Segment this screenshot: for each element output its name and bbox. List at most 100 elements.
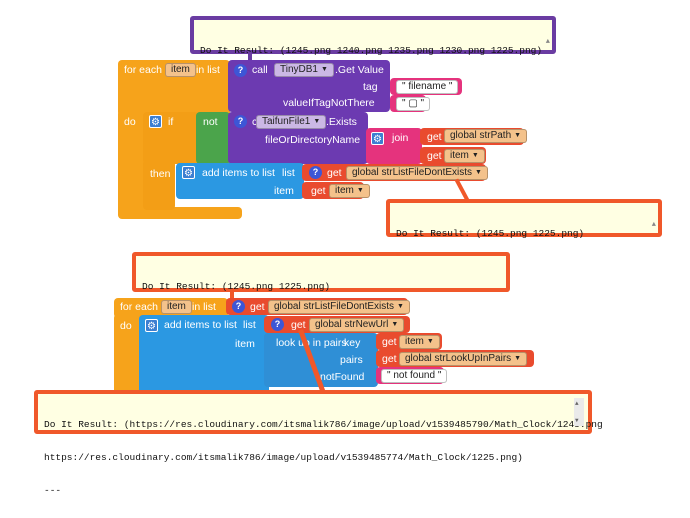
bubble-pointer	[248, 52, 252, 62]
bubble-line: Do It Result: (1245.png 1225.png)	[142, 281, 331, 292]
variable-dropdown[interactable]: global strListFileDontExists▼	[268, 300, 410, 314]
key-label: key	[344, 337, 361, 349]
variable-dropdown[interactable]: item▼	[399, 335, 440, 349]
variable-name: item	[405, 336, 424, 347]
variable-name: global strListFileDontExists	[274, 301, 395, 312]
text-value: not found	[393, 370, 436, 381]
get-label: get	[382, 353, 397, 365]
get-label: get	[291, 319, 306, 331]
chevron-down-icon: ▼	[471, 152, 479, 159]
item-label: item	[274, 185, 294, 197]
gear-icon[interactable]: ⚙	[145, 319, 158, 332]
chevron-down-icon: ▼	[397, 303, 404, 310]
variable-dropdown[interactable]: global strLookUpInPairs▼	[399, 352, 528, 366]
add-items-to-list-block[interactable]	[176, 163, 304, 199]
help-icon[interactable]: ?	[232, 300, 245, 313]
if-label: if	[168, 116, 174, 128]
help-icon[interactable]: ?	[271, 318, 284, 331]
do-it-result-bubble-3: Do It Result: (1245.png 1225.png) ---	[132, 252, 510, 325]
pairs-label: pairs	[340, 354, 363, 366]
list-label: list	[243, 319, 256, 331]
text-value: filename	[408, 81, 447, 92]
gear-icon[interactable]: ⚙	[149, 115, 162, 128]
help-icon[interactable]: ?	[234, 115, 247, 128]
variable-dropdown[interactable]: global strListFileDontExists▼	[346, 166, 488, 180]
chevron-down-icon: ▼	[320, 66, 328, 73]
for-each-label: for each	[124, 64, 162, 76]
scrollbar[interactable]: ▲ ▼	[574, 398, 584, 426]
list-label: list	[282, 167, 295, 179]
in-list-label: in list	[192, 301, 216, 313]
if-block-arm	[143, 160, 175, 210]
text-filename[interactable]: " filename "	[396, 80, 459, 94]
scroll-down-icon[interactable]: ▼	[575, 417, 579, 424]
get-label: get	[327, 167, 342, 179]
variable-name: global strListFileDontExists	[352, 167, 473, 178]
get-label: get	[250, 301, 265, 313]
notfound-label: notFound	[320, 371, 365, 383]
bubble-line: Do It Result: (https://res.cloudinary.co…	[44, 419, 603, 430]
do-it-result-bubble-4: Do It Result: (https://res.cloudinary.co…	[34, 390, 603, 496]
variable-dropdown[interactable]: global strPath▼	[444, 129, 528, 143]
chevron-down-icon: ▼	[475, 169, 482, 176]
in-list-label: in list	[196, 64, 220, 76]
method-label: .Exists	[326, 116, 357, 128]
help-icon[interactable]: ?	[309, 166, 322, 179]
lookup-in-pairs-block[interactable]	[264, 333, 378, 387]
not-block[interactable]	[196, 112, 230, 164]
chevron-down-icon: ▼	[426, 338, 434, 345]
variable-dropdown[interactable]: item▼	[444, 149, 485, 163]
variable-name: item	[450, 150, 469, 161]
component-name: TinyDB1	[280, 64, 318, 75]
component-dropdown[interactable]: TinyDB1▼	[274, 63, 334, 77]
get-label: get	[382, 336, 397, 348]
tag-label: tag	[363, 81, 378, 93]
help-icon[interactable]: ?	[234, 64, 247, 77]
call-label: call	[252, 64, 268, 76]
loop-variable[interactable]: item	[161, 300, 192, 314]
not-label: not	[203, 116, 218, 128]
chevron-down-icon: ▼	[514, 132, 522, 139]
variable-name: global strNewUrl	[315, 319, 389, 330]
variable-name: global strPath	[450, 130, 512, 141]
bubble-line: ---	[44, 485, 62, 496]
gear-icon[interactable]: ⚙	[182, 166, 195, 179]
add-items-to-list-block[interactable]	[139, 315, 269, 395]
get-label: get	[427, 150, 442, 162]
for-each-label: for each	[120, 301, 158, 313]
do-it-result-bubble-2: Do It Result: (1245.png 1225.png) --- ▲	[386, 199, 662, 272]
value-if-tag-label: valueIfTagNotThere	[283, 97, 375, 109]
bubble-resize-icon[interactable]: ▲	[545, 38, 550, 46]
do-label: do	[124, 116, 136, 128]
scroll-up-icon[interactable]: ▲	[575, 400, 579, 407]
chevron-down-icon: ▼	[391, 321, 399, 328]
lookup-label: look up in pairs	[276, 337, 347, 349]
get-label: get	[311, 185, 326, 197]
then-label: then	[150, 168, 171, 180]
for-each-block-2-arm	[114, 314, 140, 394]
variable-dropdown[interactable]: global strNewUrl▼	[309, 318, 405, 332]
variable-name: item	[335, 185, 354, 196]
bubble-line: https://res.cloudinary.com/itsmalik786/i…	[44, 452, 523, 463]
gear-icon[interactable]: ⚙	[371, 132, 384, 145]
bubble-pointer	[230, 290, 234, 300]
bubble-resize-icon[interactable]: ▲	[651, 221, 656, 229]
component-dropdown[interactable]: TaifunFile1▼	[256, 115, 327, 129]
variable-dropdown[interactable]: item▼	[329, 184, 370, 198]
file-or-directory-label: fileOrDirectoryName	[265, 134, 361, 146]
loop-variable[interactable]: item	[165, 63, 196, 77]
for-each-block-1-foot	[118, 207, 242, 219]
method-label: .Get Value	[335, 64, 384, 76]
get-label: get	[427, 131, 442, 143]
variable-name: global strLookUpInPairs	[405, 353, 512, 364]
add-items-label: add items to list	[202, 167, 275, 179]
join-label: join	[392, 132, 409, 144]
text-empty[interactable]: " ▢ "	[396, 97, 431, 111]
text-notfound[interactable]: " not found "	[381, 369, 448, 383]
chevron-down-icon: ▼	[356, 187, 364, 194]
bubble-line: Do It Result: (1245.png 1240.png 1235.pn…	[200, 45, 543, 56]
do-label: do	[120, 320, 132, 332]
item-label: item	[235, 338, 255, 350]
chevron-down-icon: ▼	[514, 355, 522, 362]
add-items-label: add items to list	[164, 319, 237, 331]
